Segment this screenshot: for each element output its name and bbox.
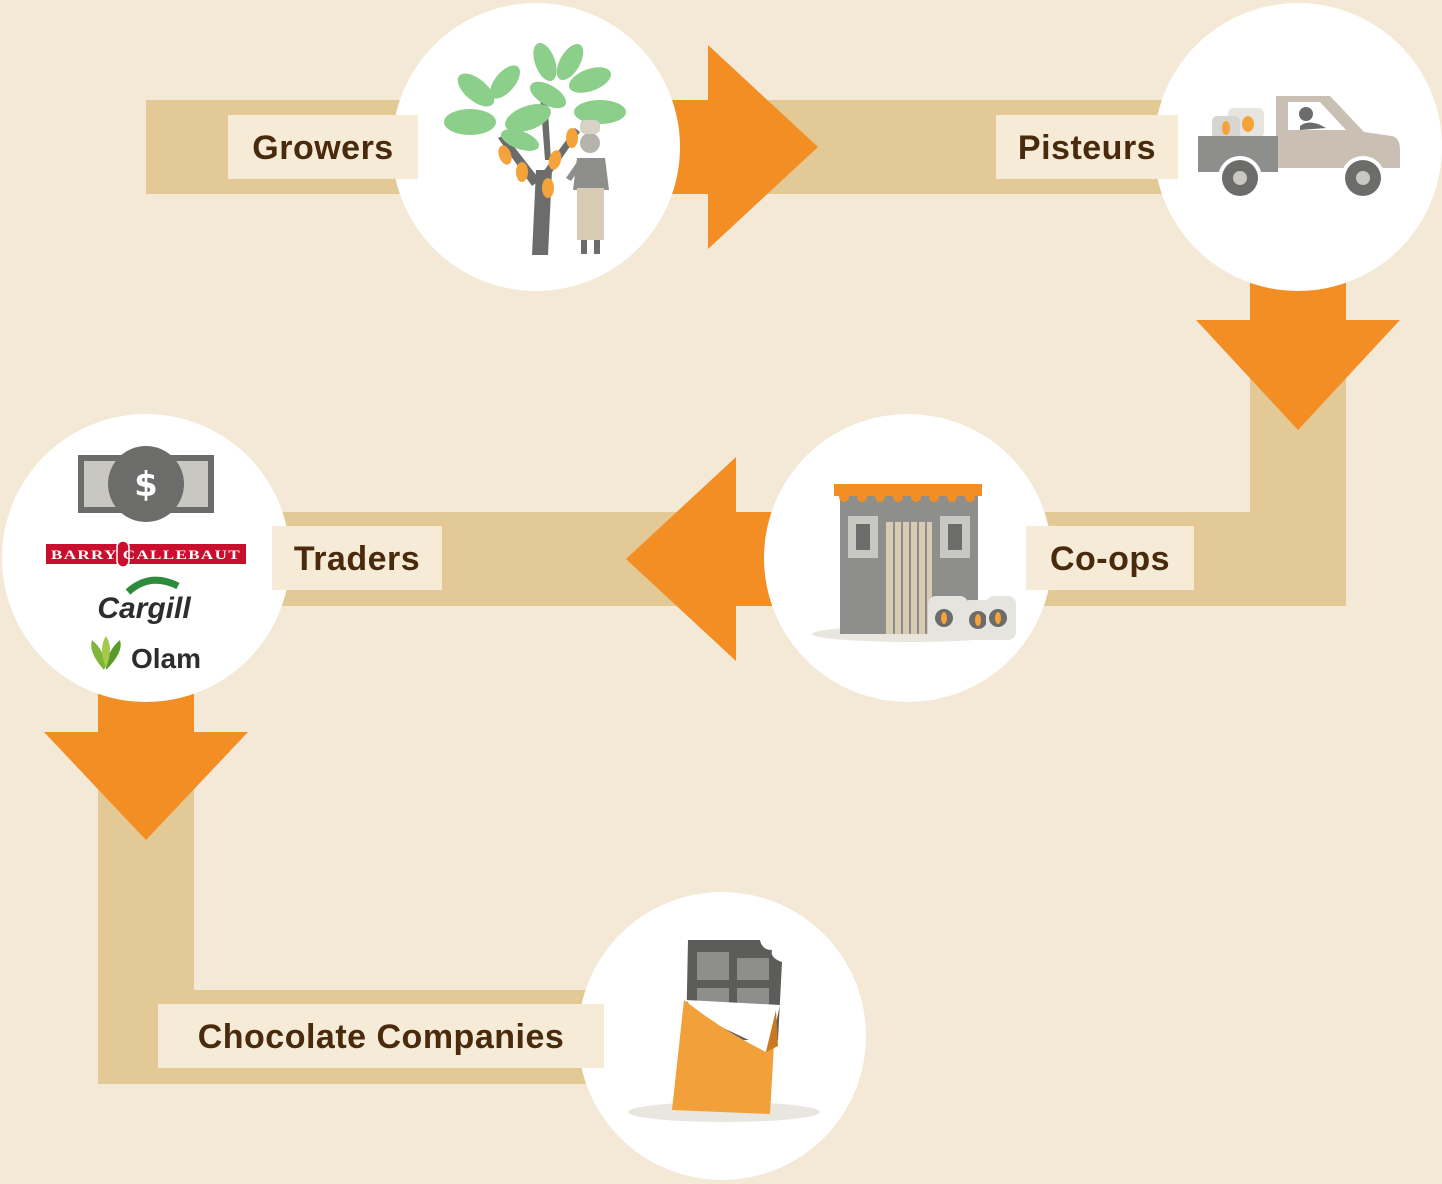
node-coops: [764, 414, 1052, 702]
label-traders: Traders: [272, 526, 442, 590]
node-traders: $ BARRY CALLEBAUT Cargill Olam: [2, 414, 290, 702]
arrow-left: [626, 457, 790, 661]
barry-callebaut-logo: BARRY CALLEBAUT: [46, 540, 246, 568]
label-chocolate: Chocolate Companies: [158, 1004, 604, 1068]
pickup-truck-icon: [1198, 96, 1400, 200]
label-pisteurs-box: [996, 115, 1178, 179]
node-pisteurs: [1154, 3, 1442, 291]
chocolate-bar-icon: [628, 940, 820, 1122]
label-coops-text: Co-ops: [1050, 540, 1170, 578]
warehouse-sacks-icon: [812, 484, 1016, 642]
label-pisteurs: Pisteurs: [996, 115, 1178, 179]
cocoa-tree-farmer-icon: [444, 42, 626, 255]
arrow-down-right: [1196, 270, 1400, 430]
label-pisteurs-text: Pisteurs: [1018, 129, 1156, 167]
label-coops: Co-ops: [1026, 526, 1194, 590]
label-growers: Growers: [228, 115, 418, 179]
olam-logo: Olam: [91, 636, 201, 674]
label-chocolate-text: Chocolate Companies: [198, 1018, 565, 1056]
arrow-down-left: [44, 690, 248, 840]
arrow-right: [662, 45, 818, 249]
node-chocolate: [578, 892, 866, 1180]
cargill-logo: Cargill: [97, 576, 191, 625]
label-chocolate-box: [158, 1004, 604, 1068]
label-traders-box: [272, 526, 442, 590]
label-growers-text: Growers: [252, 129, 393, 167]
barry-callebaut-text: BARRY CALLEBAUT: [51, 547, 241, 562]
label-coops-box: [1026, 526, 1194, 590]
flow-arrows: [44, 45, 1400, 840]
node-growers: [392, 3, 680, 291]
cargill-text: Cargill: [97, 592, 191, 625]
label-traders-text: Traders: [294, 540, 420, 578]
money-bill-icon: $: [78, 446, 214, 522]
label-growers-box: [228, 115, 418, 179]
olam-text: Olam: [131, 643, 201, 674]
dollar-sign: $: [134, 465, 158, 505]
